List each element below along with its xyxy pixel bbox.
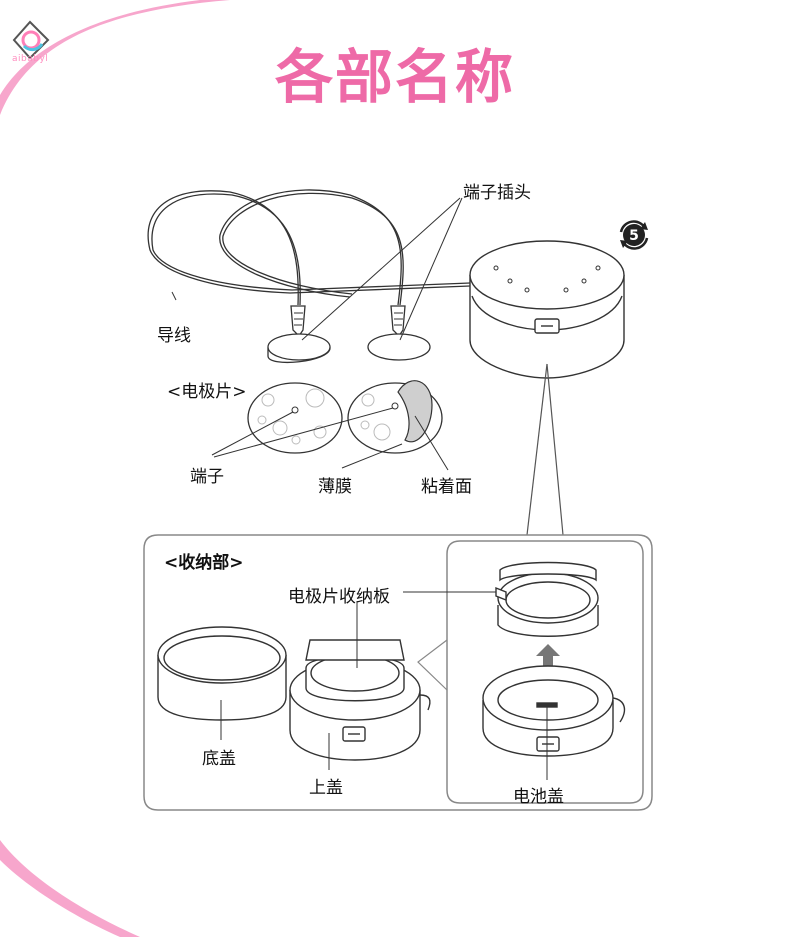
storage-base: [482, 665, 626, 757]
inset-pointer: [417, 639, 448, 691]
main-unit: [469, 240, 625, 379]
lead-wire: [147, 189, 471, 306]
recycle-badge-icon: 5: [619, 220, 649, 250]
label-film: 薄膜: [318, 477, 352, 497]
label-terminal: 端子: [190, 467, 224, 487]
corner-swoosh-bottom-left: [0, 840, 140, 937]
electrode-storage-board: [495, 561, 599, 637]
logo-icon: [12, 20, 50, 60]
top-cover: [289, 639, 431, 761]
label-electrode-storage-board: 电极片收纳板: [288, 587, 390, 607]
leader-lines-pads: [211, 407, 449, 471]
bottom-cover: [157, 626, 287, 721]
leader-terminal-plug: [301, 197, 463, 341]
electrode-pad-right: [347, 380, 443, 454]
leader-storage-board: [356, 591, 497, 668]
recycle-badge-number: 5: [629, 228, 639, 244]
electrode-pad-left: [247, 382, 343, 454]
label-bottom-cover: 底盖: [202, 749, 236, 769]
label-storage-section: <收纳部>: [164, 553, 244, 573]
terminal-plug-right: [367, 305, 431, 361]
label-battery-cover: 电池盖: [513, 787, 564, 807]
terminal-plug-left: [267, 305, 331, 364]
label-adhesive-side: 粘着面: [421, 477, 472, 497]
label-electrode-pad: <电极片>: [167, 382, 247, 402]
label-terminal-plug: 端子插头: [463, 183, 531, 203]
label-top-cover: 上盖: [309, 778, 343, 798]
label-lead-wire: 导线: [157, 326, 191, 346]
up-arrow-icon: [536, 644, 560, 668]
zoom-leader: [526, 363, 564, 536]
page-title: 各部名称: [274, 43, 515, 111]
logo-text: aibabyl: [12, 54, 49, 64]
